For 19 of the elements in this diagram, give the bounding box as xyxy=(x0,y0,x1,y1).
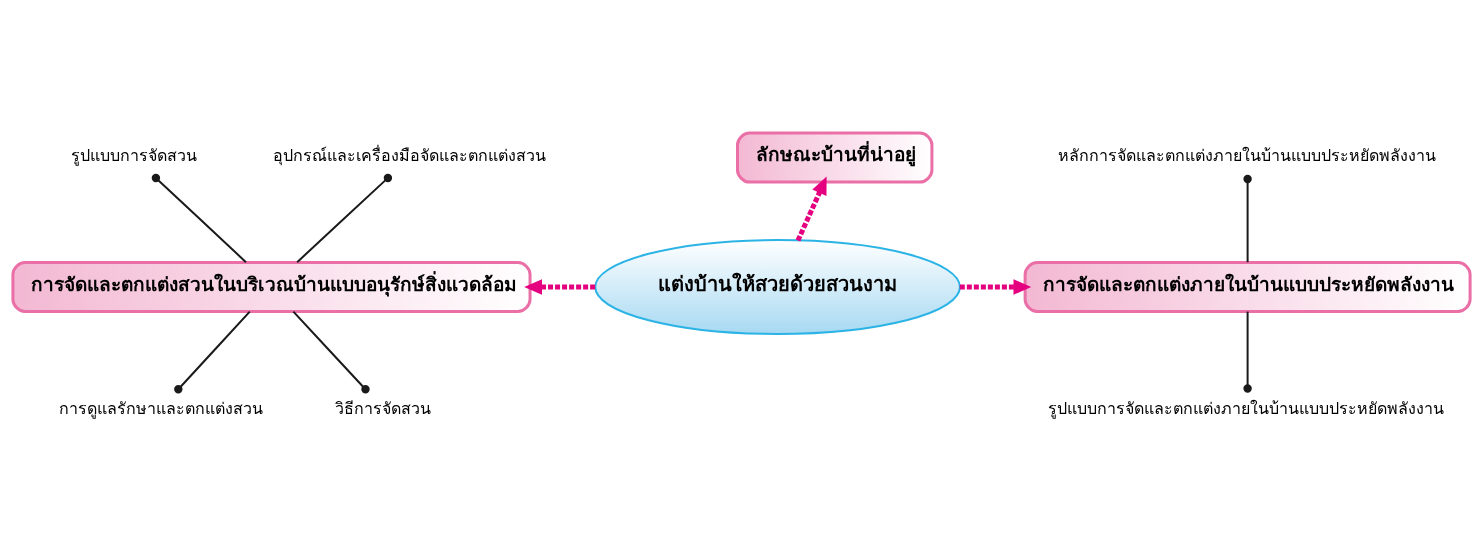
connector xyxy=(174,310,251,393)
node-text: หลักการจัดและตกแต่งภายในบ้านแบบประหยัดพลังงาน xyxy=(1057,145,1436,165)
arrow xyxy=(524,278,596,295)
connector xyxy=(296,173,393,263)
node-text: อุปกรณ์และเครื่องมือจัดและตกแต่งสวน xyxy=(272,145,546,165)
node-text: รูปแบบการจัดสวน xyxy=(71,145,198,165)
connector xyxy=(1243,174,1252,263)
node-text: การดูแลรักษาและตกแต่งสวน xyxy=(58,398,263,418)
node-text: รูปแบบการจัดและตกแต่งภายในบ้านแบบประหยัดพลังงาน xyxy=(1047,398,1444,418)
node-text: วิธีการจัดสวน xyxy=(335,398,432,418)
node-box: ลักษณะบ้านที่น่าอยู่ xyxy=(736,131,934,184)
connector xyxy=(151,173,247,263)
node-box: การจัดและตกแต่งภายในบ้านแบบประหยัดพลังงาน xyxy=(1023,260,1472,313)
connector xyxy=(292,310,370,393)
arrow xyxy=(959,278,1032,295)
connector xyxy=(1243,310,1252,393)
node-ellipse: แต่งบ้านให้สวยด้วยสวนงาม xyxy=(594,238,961,335)
node-box: การจัดและตกแต่งสวนในบริเวณบ้านแบบอนุรักษ์สิ่งแวดล้อม xyxy=(11,260,532,313)
arrow xyxy=(795,176,827,242)
